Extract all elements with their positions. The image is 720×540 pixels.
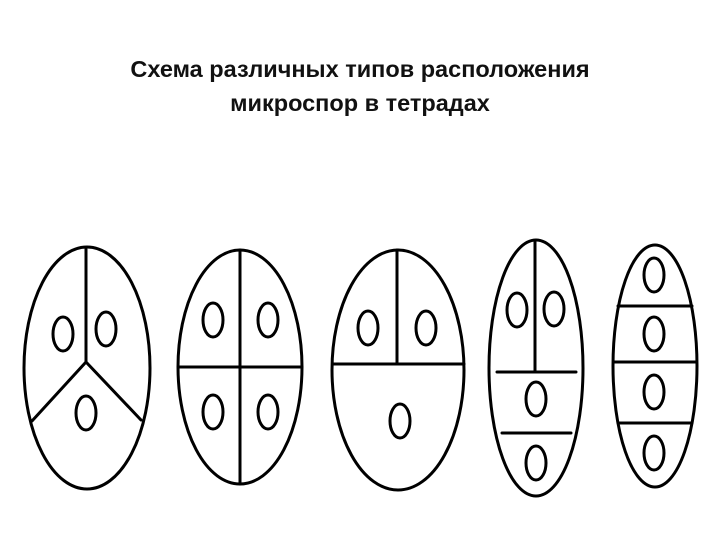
- tetrad-3-nucleus-1: [356, 309, 380, 347]
- title-line-2: микроспор в тетрадах: [230, 90, 490, 116]
- tetrad-2-nucleus-4: [256, 393, 280, 431]
- tetrad-5-wall: [612, 304, 698, 425]
- tetrad-5-nucleus-2: [642, 315, 666, 353]
- tetrad-4-nucleus-1: [505, 291, 529, 329]
- tetrad-4-nucleus-2: [542, 290, 566, 328]
- tetrad-5-nucleus-3: [642, 373, 666, 411]
- tetrad-3-wall: [331, 248, 466, 366]
- tetrad-3-nucleus-2: [414, 309, 438, 347]
- tetrad-1-outline: [22, 245, 152, 491]
- tetrad-2-wall: [177, 248, 304, 486]
- tetrad-1-wall: [30, 247, 143, 423]
- tetrad-isobilateral: [176, 248, 304, 486]
- tetrad-2-nucleus-3: [201, 393, 225, 431]
- tetrad-1-nucleus-2: [94, 310, 118, 348]
- tetrad-2-nucleus-2: [256, 301, 280, 339]
- tetrad-3-nucleus-3: [388, 402, 412, 440]
- tetrad-1-nucleus-1: [51, 315, 75, 353]
- tetrad-decussate: [330, 248, 466, 492]
- tetrad-tetrahedral: [22, 245, 152, 491]
- tetrad-4-wall: [495, 240, 578, 435]
- tetrad-2-nucleus-1: [201, 301, 225, 339]
- tetrad-1-nucleus-3: [74, 394, 98, 432]
- tetrad-linear: [611, 243, 699, 489]
- tetrad-5-nucleus-1: [642, 256, 666, 294]
- title-line-1: Схема различных типов расположения: [130, 56, 590, 82]
- tetrad-4-nucleus-3: [524, 380, 548, 418]
- tetrad-t-shaped: [487, 238, 585, 498]
- tetrad-5-nucleus-4: [642, 434, 666, 472]
- tetrad-4-nucleus-4: [524, 444, 548, 482]
- slide-title: Схема различных типов расположения микро…: [0, 52, 720, 120]
